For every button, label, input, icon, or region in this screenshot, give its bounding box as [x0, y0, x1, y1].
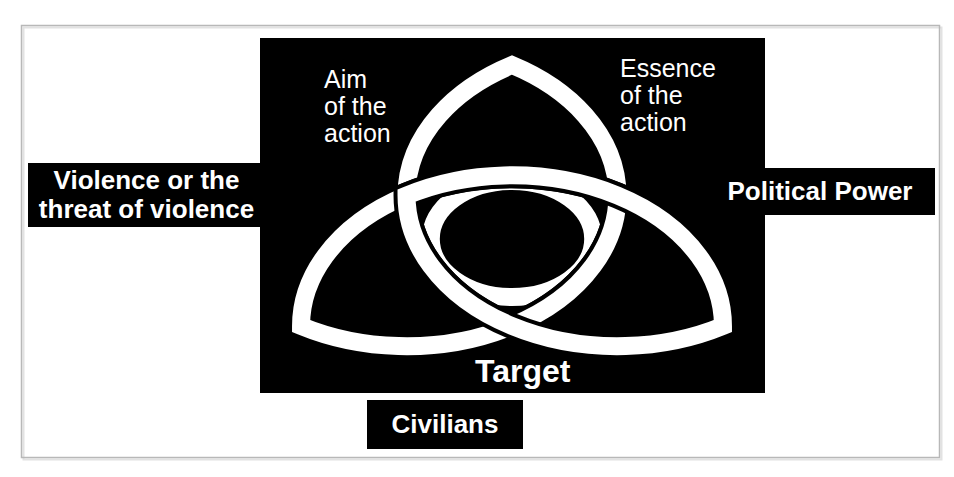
black-panel: Aim of the action Essence of the actionTa… [260, 38, 765, 393]
knot-leaf [407, 175, 723, 346]
knot-leaf-edge [301, 175, 617, 346]
frame-shadow [24, 28, 942, 460]
knot-leaf-edge [407, 175, 723, 346]
concept-box: Political Power [705, 168, 935, 215]
knot-leaf [301, 175, 617, 346]
essence-label: Essence of the action [620, 55, 716, 136]
aim-label: Aim of the action [324, 66, 391, 147]
concept-box: Violence or the threat of violence [28, 163, 265, 227]
box-label: Civilians [375, 410, 515, 439]
box-label: Political Power [713, 177, 927, 206]
box-label: Violence or the threat of violence [36, 166, 257, 224]
target-box: Civilians [367, 400, 523, 449]
frame-border [22, 26, 940, 458]
target-label: Target [475, 354, 570, 389]
